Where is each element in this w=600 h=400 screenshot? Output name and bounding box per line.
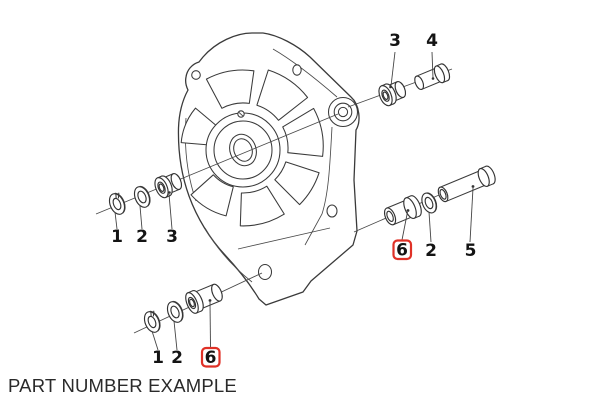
vent-slot [239, 185, 285, 227]
top-right-stack [378, 63, 451, 107]
alternator-housing [177, 32, 360, 306]
long-pin-part [437, 165, 496, 203]
vent-slot [205, 69, 255, 109]
part-label-6-highlighted: 6 [205, 348, 217, 368]
part-label-2: 2 [171, 348, 183, 368]
hub-screw-slot [238, 111, 244, 117]
highlight-box [200, 346, 221, 368]
leader-lines [114, 51, 475, 351]
flanged-bushing-part [154, 173, 183, 199]
arm-hole [326, 204, 338, 218]
ear-hole [191, 70, 201, 80]
flat-washer-part [133, 185, 151, 208]
part-label-3: 3 [166, 227, 178, 247]
hub [205, 110, 281, 188]
part-label-2: 2 [136, 227, 148, 247]
part-label-2: 2 [425, 241, 437, 261]
left-stack [108, 173, 183, 215]
part-label-6-highlighted: 6 [396, 241, 408, 261]
vent-slot [190, 174, 234, 217]
bottom-stack [143, 283, 223, 333]
caption: PART NUMBER EXAMPLE [8, 375, 237, 396]
spacer-sleeve-part [383, 195, 422, 226]
bottom-rim-line [204, 227, 253, 283]
part-labels: 1 2 3 3 4 6 2 5 1 2 6 [111, 31, 476, 368]
vent-slot [256, 69, 309, 121]
part-label-3: 3 [389, 31, 401, 51]
mid-right-stack [383, 165, 496, 226]
top-bracket-inner-line [272, 48, 338, 98]
vent-slot [274, 161, 320, 206]
lock-washer-part [143, 310, 161, 333]
lock-washer-part [108, 192, 126, 215]
vent-slots [180, 69, 324, 227]
part-label-1: 1 [111, 227, 123, 247]
part-label-1: 1 [152, 348, 164, 368]
foot-hole [257, 263, 273, 281]
flat-washer-part [166, 300, 184, 323]
foot-top-line [237, 227, 331, 250]
arm-inner-line [304, 126, 333, 246]
spacer-sleeve-part [185, 283, 223, 314]
boss-bore [337, 106, 349, 118]
flanged-bushing-part [378, 81, 407, 107]
part-label-5: 5 [465, 241, 477, 261]
flat-washer-part [421, 192, 438, 214]
clevis-pin-part [414, 63, 451, 91]
part-label-4: 4 [426, 31, 438, 51]
vent-slot [282, 107, 324, 157]
top-bracket-hole [292, 64, 302, 76]
mounting-boss [327, 96, 359, 128]
highlight-box [392, 239, 413, 261]
